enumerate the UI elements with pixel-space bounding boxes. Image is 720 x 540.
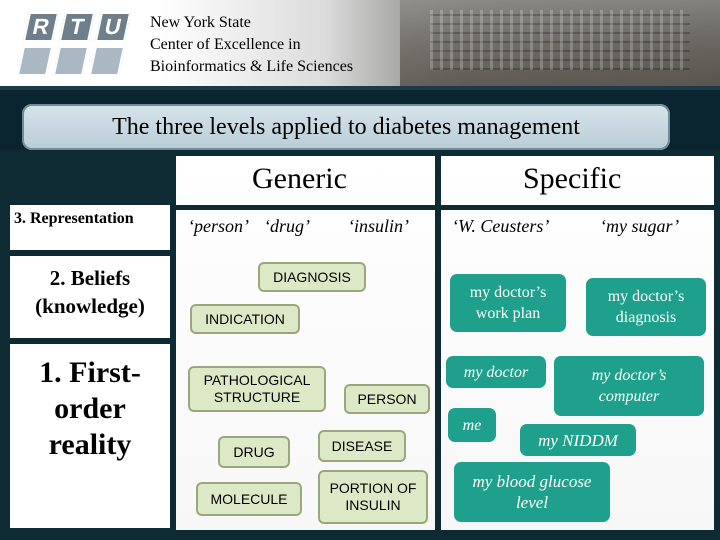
- box-molecule: MOLECULE: [196, 482, 302, 516]
- rtu-logo: R T U: [16, 10, 142, 78]
- logo-tile-u: U: [94, 12, 132, 42]
- box-person: PERSON: [344, 384, 430, 414]
- levels-panel: [10, 205, 170, 528]
- box-doctors-diagnosis: my doctor’s diagnosis: [586, 278, 706, 336]
- diagram-panel: [176, 156, 714, 530]
- box-doctors-computer: my doctor’s computer: [554, 356, 704, 416]
- institution-line: Bioinformatics & Life Sciences: [150, 58, 354, 75]
- level-first-order-reality: 1. First-order reality: [39, 356, 141, 461]
- slide-title: The three levels applied to diabetes man…: [22, 104, 670, 150]
- term-insulin: ‘insulin’: [348, 216, 409, 236]
- box-indication: INDICATION: [190, 304, 300, 334]
- row-divider: [10, 338, 170, 344]
- logo-tile-blank: [88, 46, 126, 76]
- row-divider: [10, 250, 170, 256]
- header-divider: [0, 86, 720, 90]
- institution-line: New York State: [150, 14, 251, 31]
- term-drug: ‘drug’: [264, 216, 310, 236]
- column-divider: [435, 156, 441, 530]
- header-row-divider: [176, 205, 714, 210]
- box-me: me: [448, 408, 496, 442]
- term-w-ceusters: ‘W. Ceusters’: [452, 216, 550, 236]
- header-banner: [0, 0, 720, 90]
- box-my-niddm: my NIDDM: [520, 424, 636, 456]
- term-person: ‘person’: [188, 216, 249, 236]
- logo-tile-t: T: [58, 12, 96, 42]
- institution-line: Center of Excellence in: [150, 36, 301, 53]
- institution-name: New York State Center of Excellence in B…: [150, 12, 353, 78]
- term-my-sugar: ‘my sugar’: [600, 216, 680, 236]
- box-pathological-structure: PATHOLOGICAL STRUCTURE: [188, 366, 326, 412]
- box-portion-of-insulin: PORTION OF INSULIN: [318, 470, 428, 524]
- box-drug: DRUG: [218, 436, 290, 468]
- logo-tile-blank: [52, 46, 90, 76]
- level-beliefs: 2. Beliefs (knowledge): [35, 266, 145, 318]
- box-disease: DISEASE: [318, 430, 406, 462]
- column-header-specific: Specific: [523, 162, 622, 195]
- logo-tile-blank: [16, 46, 54, 76]
- level-representation: 3. Representation: [14, 210, 134, 227]
- building-photo: [400, 0, 720, 90]
- box-my-blood-glucose-level: my blood glucose level: [454, 462, 610, 522]
- column-header-generic: Generic: [252, 162, 347, 195]
- box-doctors-work-plan: my doctor’s work plan: [450, 274, 566, 332]
- box-my-doctor: my doctor: [446, 356, 546, 388]
- box-diagnosis: DIAGNOSIS: [258, 262, 366, 292]
- logo-tile-r: R: [22, 12, 60, 42]
